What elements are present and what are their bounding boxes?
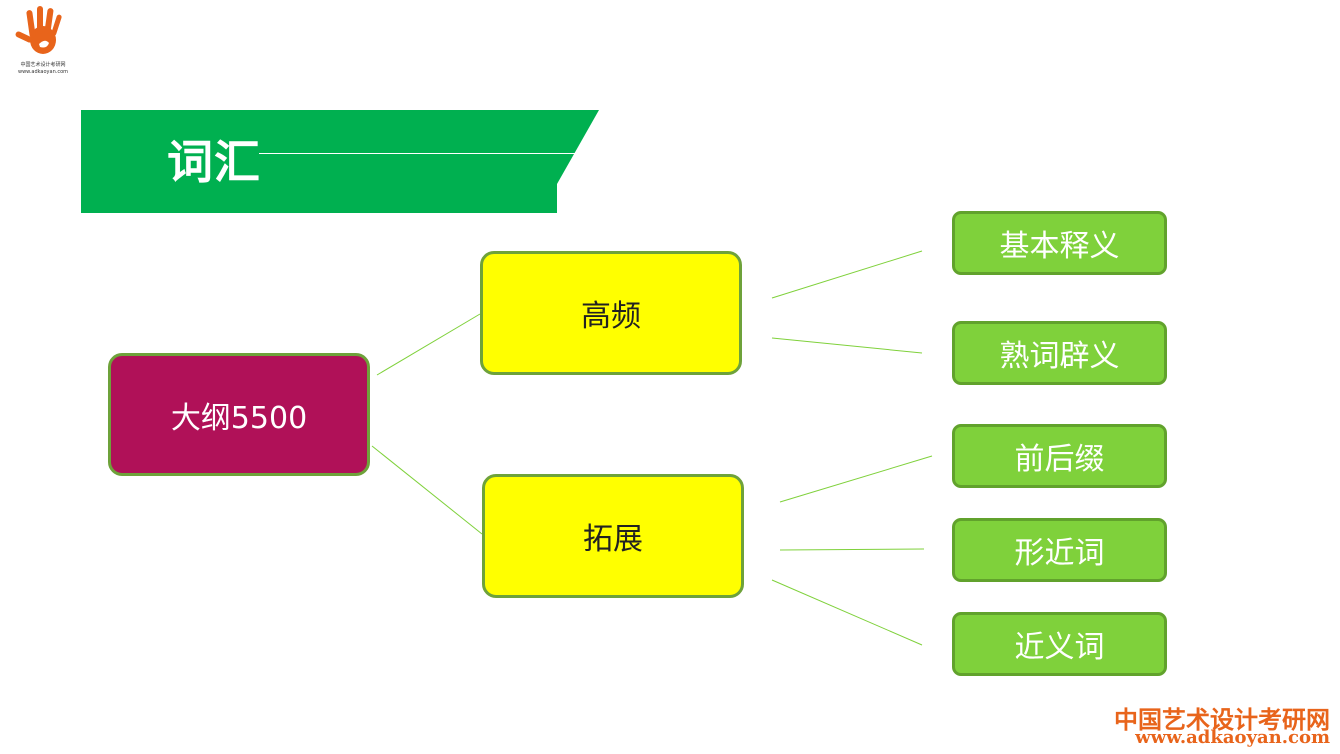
watermark-name: 中国艺术设计考研网 xyxy=(1114,706,1330,734)
branch-node-extension: 拓展 xyxy=(482,474,744,598)
connector-branch2-leaf3 xyxy=(779,455,933,503)
connector-root-branch2 xyxy=(371,445,483,535)
leaf-node-synonyms: 近义词 xyxy=(952,612,1167,676)
site-logo: 中国艺术设计考研网 www.adkaoyan.com xyxy=(8,4,72,78)
root-node: 大纲5500 xyxy=(108,353,370,476)
banner-rule xyxy=(259,153,577,154)
banner-shape xyxy=(81,110,599,213)
hand-icon xyxy=(15,6,62,54)
leaf-node-affixes: 前后缀 xyxy=(952,424,1167,488)
connector-branch2-leaf5 xyxy=(771,579,923,646)
watermark-url: www.adkaoyan.com xyxy=(1135,727,1330,748)
connector-branch2-leaf4 xyxy=(779,548,925,551)
connector-branch1-leaf1 xyxy=(771,250,923,299)
leaf-node-familiar-word-new-meaning: 熟词辟义 xyxy=(952,321,1167,385)
logo-name: 中国艺术设计考研网 xyxy=(20,62,66,68)
page-title: 词汇 xyxy=(167,135,261,189)
leaf-node-similar-form-words: 形近词 xyxy=(952,518,1167,582)
title-banner: 词汇 xyxy=(81,110,601,213)
connector-branch1-leaf2 xyxy=(771,337,923,354)
logo-url: www.adkaoyan.com xyxy=(17,69,69,75)
connector-root-branch1 xyxy=(376,313,481,376)
leaf-node-basic-meaning: 基本释义 xyxy=(952,211,1167,275)
branch-node-high-frequency: 高频 xyxy=(480,251,742,375)
